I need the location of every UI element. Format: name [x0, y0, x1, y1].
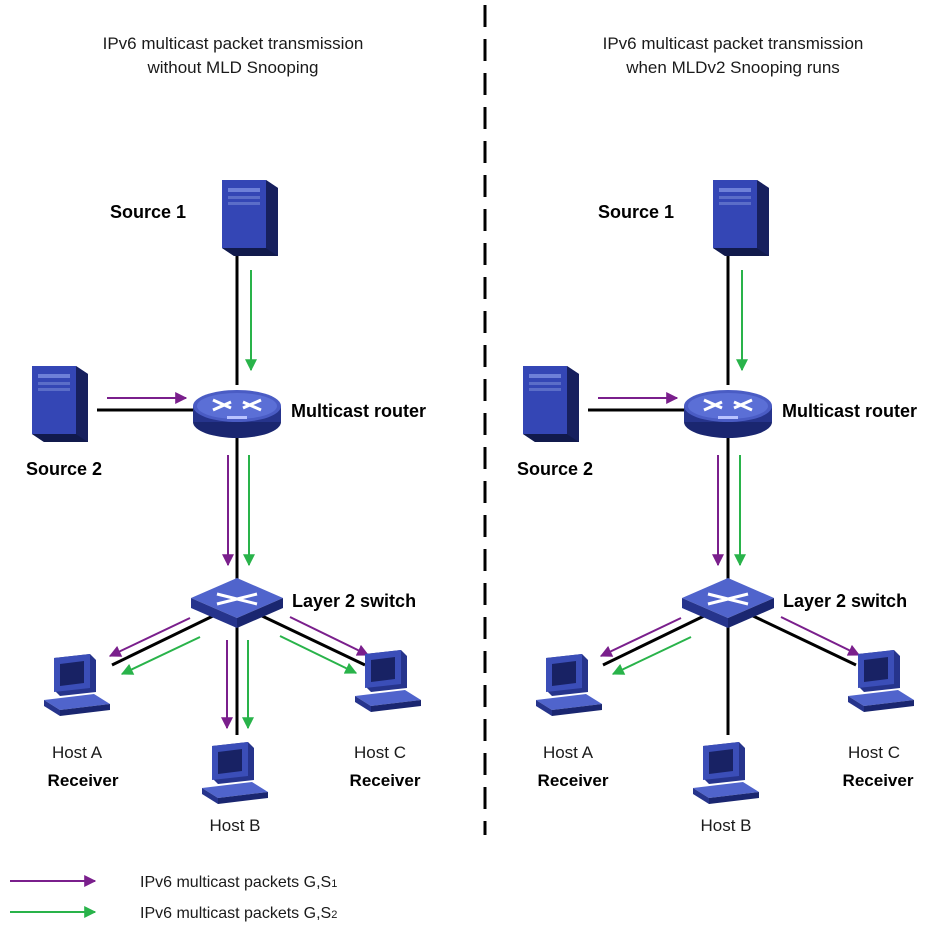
right-arrow-to-host-a-purple: [599, 617, 682, 657]
right-router-icon: [682, 388, 774, 440]
left-title-line2: without MLD Snooping: [146, 58, 318, 77]
left-arrow-to-host-c-green: [279, 635, 358, 674]
right-arrow-to-host-a-green: [611, 636, 692, 675]
left-source2-icon: [32, 366, 88, 442]
left-host-c-icon: [355, 650, 421, 712]
left-host-b-label: Host B: [209, 816, 260, 835]
right-source2-label: Source 2: [517, 459, 593, 479]
right-router-label: Multicast router: [782, 401, 917, 421]
left-host-c-role: Receiver: [350, 771, 421, 790]
left-router-label: Multicast router: [291, 401, 426, 421]
left-host-a-role: Receiver: [48, 771, 119, 790]
right-title-line1: IPv6 multicast packet transmission: [603, 34, 864, 53]
left-router-icon: [191, 388, 283, 440]
left-source1-label: Source 1: [110, 202, 186, 222]
right-host-c-label: Host C: [848, 743, 900, 762]
right-host-b-icon: [693, 742, 759, 804]
right-host-b-label: Host B: [700, 816, 751, 835]
left-arrow-to-host-a-green: [120, 636, 201, 675]
right-host-a-label: Host A: [543, 743, 594, 762]
legend: IPv6 multicast packets G,S1 IPv6 multica…: [10, 874, 337, 922]
legend-item1: IPv6 multicast packets G,S1: [140, 874, 337, 891]
left-arrow-to-host-c-purple: [289, 616, 370, 656]
right-source1-icon: [713, 180, 769, 256]
left-panel: Source 1 Source 2 Multicast router Layer…: [26, 180, 426, 835]
left-host-b-icon: [202, 742, 268, 804]
left-title-line1: IPv6 multicast packet transmission: [103, 34, 364, 53]
right-arrow-to-host-c-purple: [780, 616, 861, 656]
legend-item2: IPv6 multicast packets G,S2: [140, 905, 337, 922]
right-host-c-icon: [848, 650, 914, 712]
left-host-c-label: Host C: [354, 743, 406, 762]
left-host-a-icon: [44, 654, 110, 716]
left-switch-label: Layer 2 switch: [292, 591, 416, 611]
right-panel: Source 1 Source 2 Multicast router Layer…: [517, 180, 917, 835]
right-switch-label: Layer 2 switch: [783, 591, 907, 611]
right-host-a-icon: [536, 654, 602, 716]
right-host-c-role: Receiver: [843, 771, 914, 790]
left-source1-icon: [222, 180, 278, 256]
right-source2-icon: [523, 366, 579, 442]
left-arrow-to-host-a-purple: [108, 617, 191, 657]
right-source1-label: Source 1: [598, 202, 674, 222]
left-host-a-label: Host A: [52, 743, 103, 762]
left-source2-label: Source 2: [26, 459, 102, 479]
right-title-line2: when MLDv2 Snooping runs: [625, 58, 840, 77]
right-host-a-role: Receiver: [538, 771, 609, 790]
